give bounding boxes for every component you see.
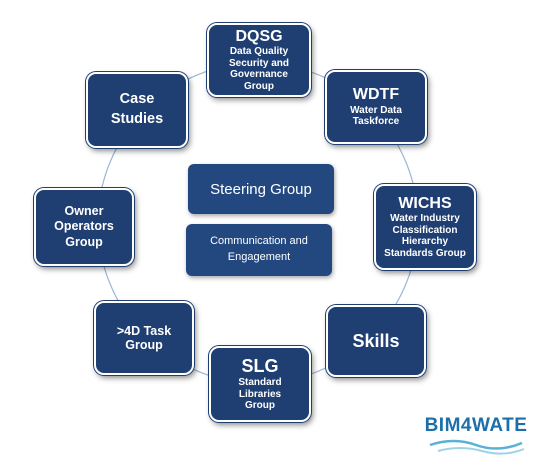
node-skills: Skills <box>326 305 426 377</box>
node-wichs: WICHS Water Industry Classification Hier… <box>374 184 476 270</box>
node-wichs-subtitle: Water Industry Classification Hierarchy … <box>384 213 466 259</box>
node-slg-subtitle: Standard Libraries Group <box>238 377 282 412</box>
bim4water-logo: BIM4WATE <box>424 415 528 457</box>
node-wichs-title: WICHS <box>398 194 452 212</box>
communication-engagement-label: Communication and Engagement <box>210 235 308 263</box>
node-wdtf-title: WDTF <box>352 86 400 104</box>
node-skills-title: Skills <box>352 330 400 351</box>
node-case-studies-title: Case Studies <box>110 91 164 127</box>
node-wdtf: WDTF Water Data Taskforce <box>325 70 427 144</box>
node-4d-task-group: >4D Task Group <box>94 301 194 375</box>
steering-group-box: Steering Group <box>188 164 334 214</box>
node-owner-operators-group: Owner Operators Group <box>34 188 134 266</box>
steering-group-label: Steering Group <box>210 180 312 198</box>
node-slg-title: SLG <box>241 356 279 377</box>
node-dqsg: DQSG Data Quality Security and Governanc… <box>207 23 311 97</box>
logo-text: BIM4WATE <box>424 415 528 436</box>
logo-wave-icon <box>429 439 525 455</box>
node-owner-operators-title: Owner Operators Group <box>54 203 114 249</box>
node-4d-task-group-title: >4D Task Group <box>116 323 172 352</box>
node-wdtf-subtitle: Water Data Taskforce <box>350 104 402 128</box>
node-dqsg-title: DQSG <box>235 27 283 45</box>
node-dqsg-subtitle: Data Quality Security and Governance Gro… <box>228 46 290 92</box>
communication-engagement-box: Communication and Engagement <box>186 224 332 276</box>
node-case-studies: Case Studies <box>86 72 188 148</box>
node-slg: SLG Standard Libraries Group <box>209 346 311 422</box>
